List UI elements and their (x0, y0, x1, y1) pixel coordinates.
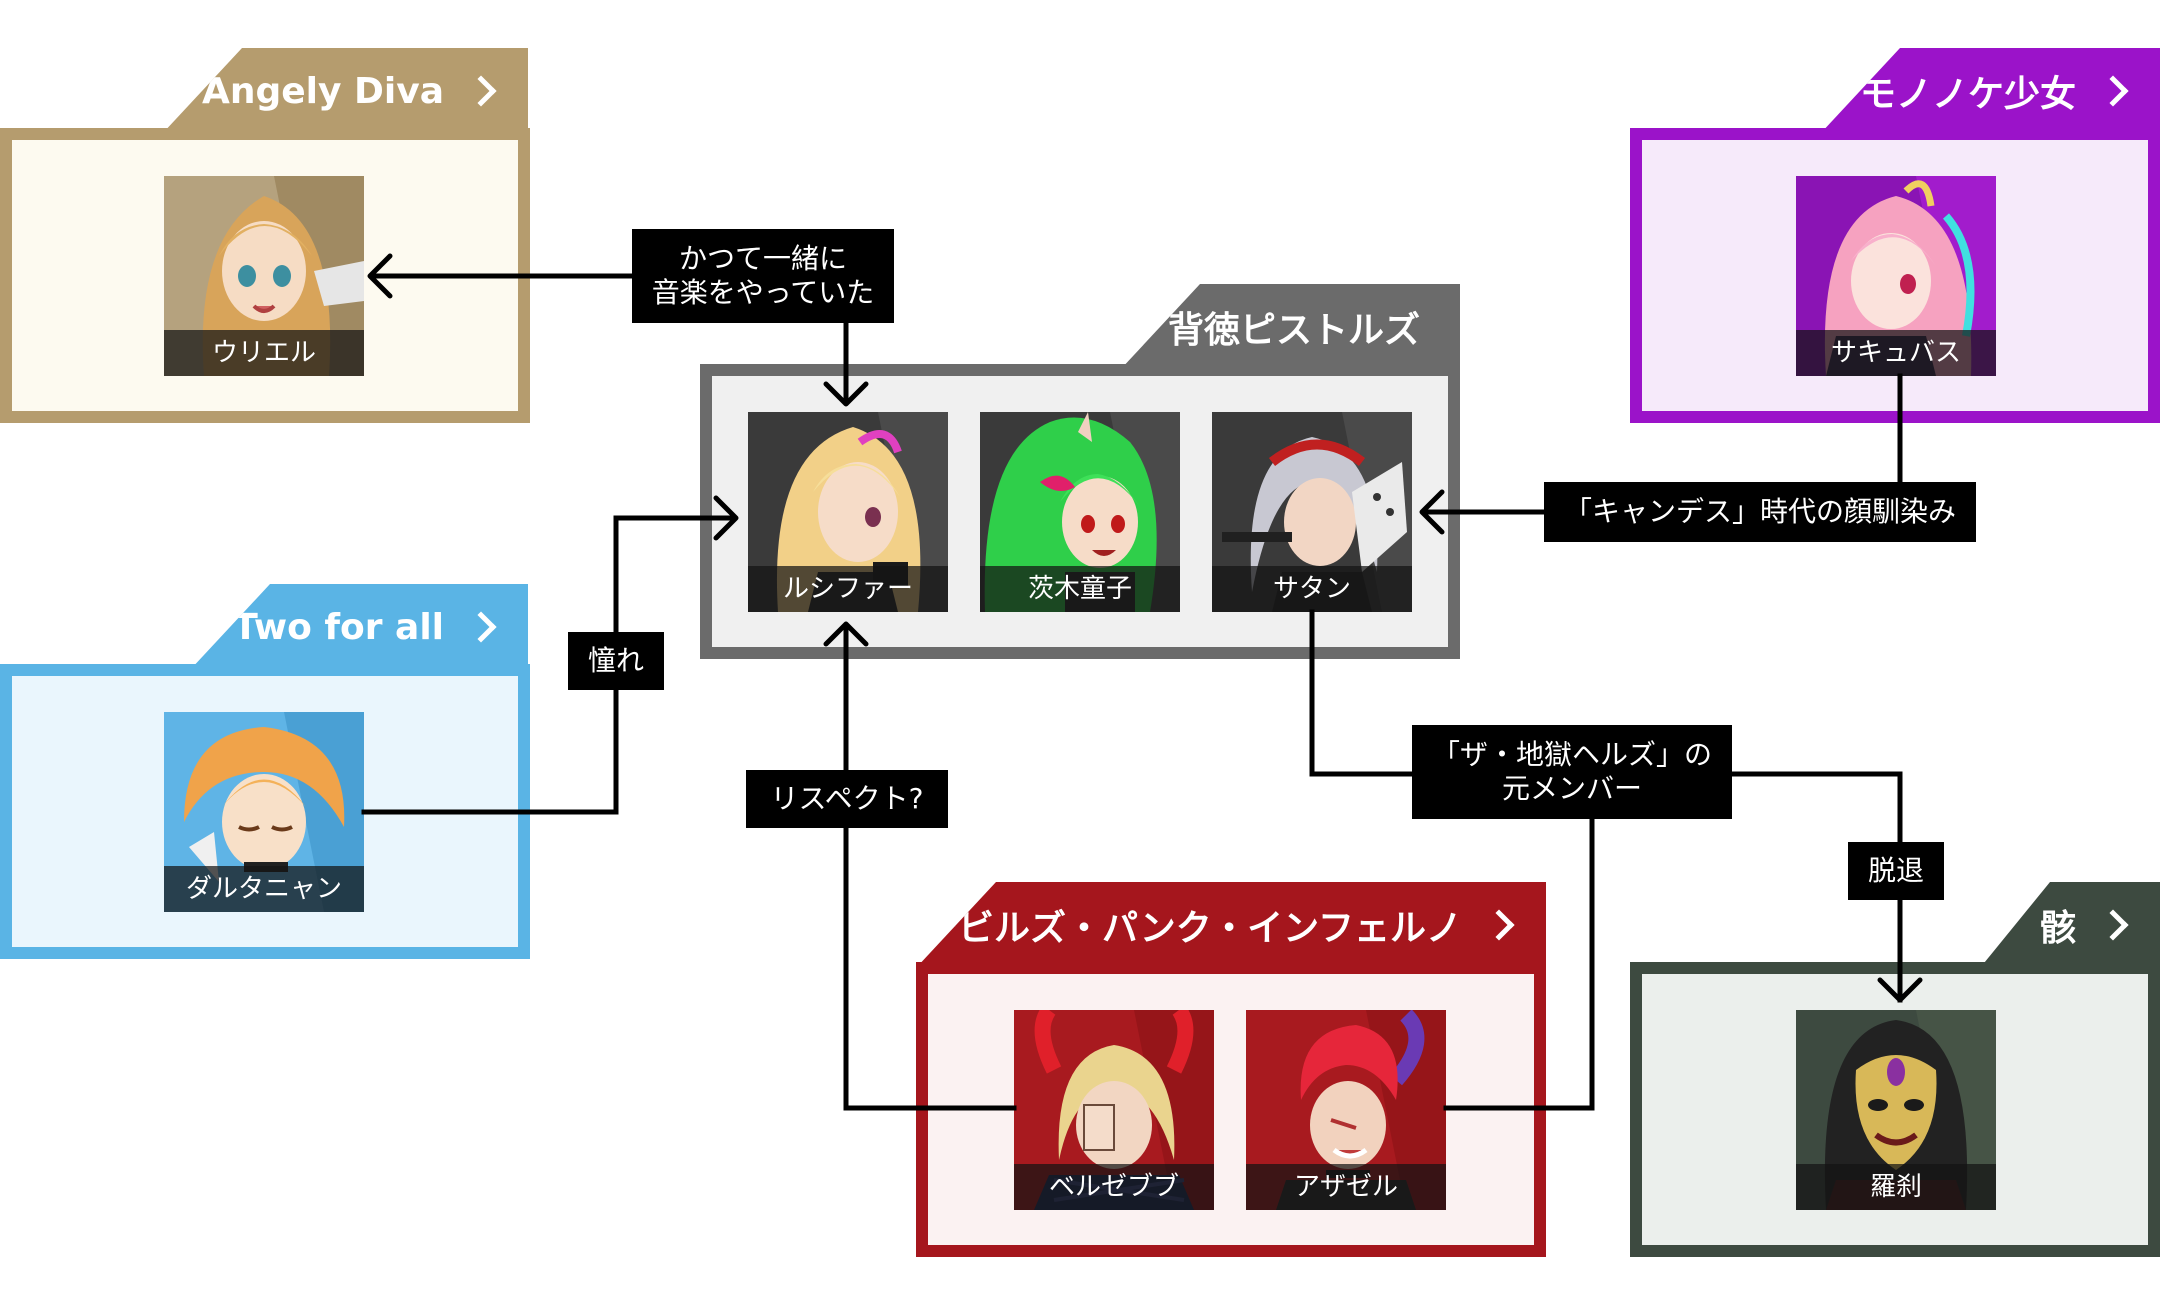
group-name: Angely Diva (202, 70, 444, 112)
group-devils-punk-inferno: デビルズ・パンク・インフェルノ (916, 882, 1546, 1257)
relation-text-line2: 元メンバー (1501, 772, 1642, 805)
character-name: 茨木童子 (980, 566, 1180, 612)
group-tab-devils-punk-inferno[interactable]: デビルズ・パンク・インフェルノ (916, 882, 1546, 968)
group-name: Two for all (233, 606, 444, 648)
relation-label-withdraw: 脱退 (1848, 842, 1944, 900)
group-tab-two-for-all[interactable]: Two for all (190, 584, 528, 670)
character-name: ウリエル (164, 330, 364, 376)
character-card-dartagnan[interactable]: ダルタニャン (164, 712, 364, 912)
relation-text: リスペクト? (770, 782, 924, 815)
character-card-succubus[interactable]: サキュバス (1796, 176, 1996, 376)
character-card-lucifer[interactable]: ルシファー (748, 412, 948, 612)
chevron-right-icon (465, 611, 497, 643)
relation-label-respect: リスペクト? (746, 770, 948, 828)
character-card-beelzebub[interactable]: ベルゼブブ (1014, 1010, 1214, 1210)
character-card-uriel[interactable]: ウリエル (164, 176, 364, 376)
relation-label-hells: 「ザ・地獄ヘルズ」の 元メンバー (1412, 725, 1732, 819)
group-name: 背徳ピストルズ (1167, 310, 1420, 351)
character-card-rasetsu[interactable]: 羅刹 (1796, 1010, 1996, 1210)
group-body (916, 962, 1546, 1257)
group-name: モノノケ少女 (1859, 74, 2076, 115)
character-card-satan[interactable]: サタン (1212, 412, 1412, 612)
group-tab-mononoke-shoujo[interactable]: モノノケ少女 (1820, 48, 2160, 134)
group-name: 骸 (2039, 908, 2076, 949)
relation-text: 憧れ (587, 644, 644, 677)
group-tab-angely-diva[interactable]: Angely Diva (162, 48, 528, 134)
relation-text-line1: 「ザ・地獄ヘルズ」の (1431, 738, 1712, 771)
character-name: 羅刹 (1796, 1164, 1996, 1210)
character-name: アザゼル (1246, 1164, 1446, 1210)
chevron-right-icon (2097, 75, 2129, 107)
relation-text-line2: 音楽をやっていた (651, 276, 875, 309)
character-name: ルシファー (748, 566, 948, 612)
chevron-right-icon (2097, 909, 2129, 941)
chevron-right-icon (1483, 909, 1515, 941)
chevron-right-icon (465, 75, 497, 107)
character-name: サタン (1212, 566, 1412, 612)
relation-text-line1: かつて一緒に (678, 242, 847, 275)
group-tab-mukuro[interactable]: 骸 (1980, 882, 2160, 968)
character-name: サキュバス (1796, 330, 1996, 376)
relation-label-admire: 憧れ (568, 632, 664, 690)
character-card-ibaraki-douji[interactable]: 茨木童子 (980, 412, 1180, 612)
character-name: ダルタニャン (164, 866, 364, 912)
character-name: ベルゼブブ (1014, 1164, 1214, 1210)
group-name: デビルズ・パンク・インフェルノ (921, 908, 1462, 949)
relation-text: 脱退 (1867, 854, 1924, 887)
relation-label-candes: 「キャンデス」時代の顔馴染み (1544, 482, 1976, 542)
character-card-azazel[interactable]: アザゼル (1246, 1010, 1446, 1210)
relation-label-band: かつて一緒に 音楽をやっていた (632, 229, 894, 323)
relation-text: 「キャンデス」時代の顔馴染み (1563, 495, 1956, 528)
group-tab-haitoku-pistols: 背徳ピストルズ (1120, 284, 1460, 370)
